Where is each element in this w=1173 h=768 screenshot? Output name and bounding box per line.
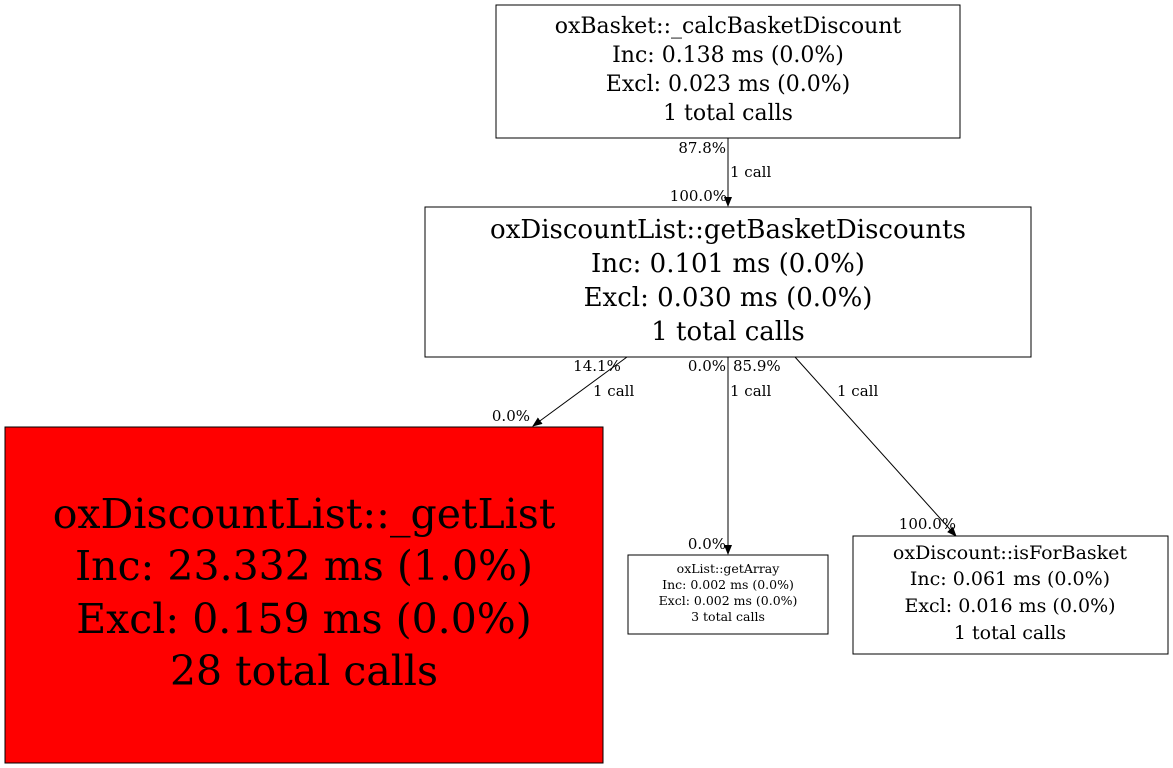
node-exclusive: Excl: 0.002 ms (0.0%) — [659, 593, 798, 608]
edge-label-head: 0.0% — [492, 407, 530, 425]
edge-label-calls: 1 call — [837, 382, 878, 400]
node-calls: 1 total calls — [651, 317, 804, 347]
node-calls: 3 total calls — [691, 609, 765, 624]
edge-label-tail: 14.1% — [573, 357, 621, 375]
node-get-basket-discounts[interactable]: oxDiscountList::getBasketDiscounts Inc: … — [424, 206, 1032, 358]
node-inclusive: Inc: 0.061 ms (0.0%) — [910, 568, 1110, 590]
node-exclusive: Excl: 0.023 ms (0.0%) — [606, 72, 850, 97]
edge-label-tail: 87.8% — [678, 139, 726, 157]
node-inclusive: Inc: 0.002 ms (0.0%) — [662, 577, 794, 592]
node-exclusive: Excl: 0.016 ms (0.0%) — [904, 595, 1115, 617]
node-is-for-basket[interactable]: oxDiscount::isForBasket Inc: 0.061 ms (0… — [852, 535, 1169, 655]
node-exclusive: Excl: 0.030 ms (0.0%) — [584, 283, 873, 313]
edge-label-calls: 1 call — [593, 382, 634, 400]
node-get-list[interactable]: oxDiscountList::_getList Inc: 23.332 ms … — [4, 426, 604, 764]
edge-label-head: 100.0% — [899, 515, 956, 533]
edge-label-head: 0.0% — [688, 535, 726, 553]
edge-label-head: 100.0% — [670, 187, 727, 205]
node-calls: 1 total calls — [663, 101, 793, 126]
node-inclusive: Inc: 0.101 ms (0.0%) — [591, 249, 865, 279]
edge-label-calls: 1 call — [730, 382, 771, 400]
node-title: oxDiscountList::_getList — [53, 490, 556, 538]
edge-label-tail: 0.0% — [688, 357, 726, 375]
node-calls: 28 total calls — [170, 647, 438, 695]
edge-getbasketdiscounts-to-getlist — [532, 356, 628, 427]
node-inclusive: Inc: 0.138 ms (0.0%) — [612, 43, 844, 68]
edge-getbasketdiscounts-to-isforbasket — [794, 356, 957, 537]
node-calc-basket-discount[interactable]: oxBasket::_calcBasketDiscount Inc: 0.138… — [495, 4, 961, 139]
node-get-array[interactable]: oxList::getArray Inc: 0.002 ms (0.0%) Ex… — [627, 554, 829, 635]
node-exclusive: Excl: 0.159 ms (0.0%) — [76, 595, 531, 643]
node-inclusive: Inc: 23.332 ms (1.0%) — [75, 542, 533, 590]
edge-label-calls: 1 call — [730, 163, 771, 181]
node-title: oxBasket::_calcBasketDiscount — [555, 14, 902, 39]
edge-label-tail: 85.9% — [733, 357, 781, 375]
node-calls: 1 total calls — [954, 622, 1066, 644]
node-title: oxDiscount::isForBasket — [893, 542, 1127, 564]
node-title: oxList::getArray — [677, 561, 781, 576]
node-title: oxDiscountList::getBasketDiscounts — [490, 215, 966, 245]
